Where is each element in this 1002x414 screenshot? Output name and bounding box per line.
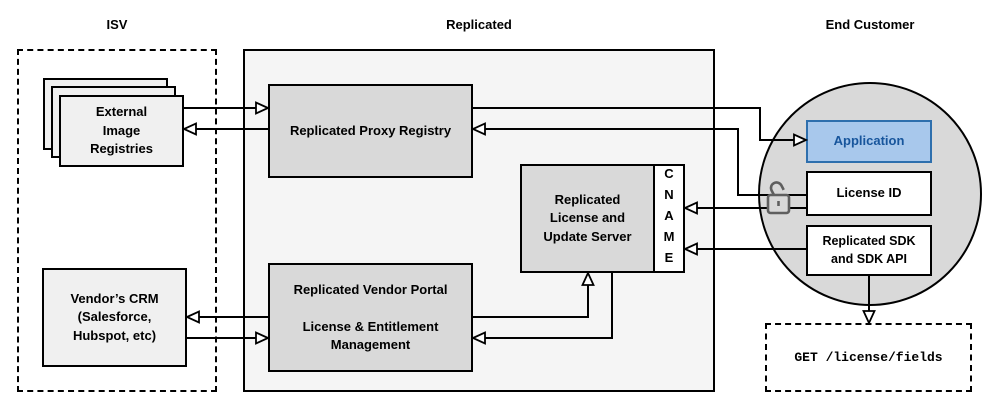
get-license-fields-node: GET /license/fields [765,323,972,392]
vendor-portal-label: Replicated Vendor Portal License & Entit… [293,281,448,352]
proxy-registry-node: Replicated Proxy Registry [268,84,473,178]
cname-label: CNAME [655,166,683,271]
end-customer-section-title: End Customer [825,17,915,32]
license-update-server-label-wrap: Replicated License and Update Server [522,166,655,271]
external-image-registries-label: External Image Registries [90,104,153,157]
vendor-portal-node: Replicated Vendor Portal License & Entit… [268,263,473,372]
proxy-registry-label: Replicated Proxy Registry [289,122,452,138]
replicated-sdk-node: Replicated SDK and SDK API [806,225,932,276]
license-update-server-node: Replicated License and Update Server CNA… [520,164,685,273]
application-label: Application [833,133,905,149]
vendors-crm-node: Vendor’s CRM (Salesforce, Hubspot, etc) [42,268,187,367]
license-id-label: License ID [836,185,902,201]
application-node: Application [806,120,932,163]
license-update-server-label: Replicated License and Update Server [543,191,632,244]
replicated-sdk-label: Replicated SDK and SDK API [822,233,916,266]
arrowhead [862,310,876,326]
vendors-crm-label: Vendor’s CRM (Salesforce, Hubspot, etc) [70,290,159,343]
lock-icon [766,181,791,215]
isv-section-title: ISV [106,17,128,32]
get-license-fields-label: GET /license/fields [794,350,943,365]
license-id-node: License ID [806,171,932,216]
replicated-section-title: Replicated [446,17,512,32]
external-image-registries-node: External Image Registries [59,95,184,167]
